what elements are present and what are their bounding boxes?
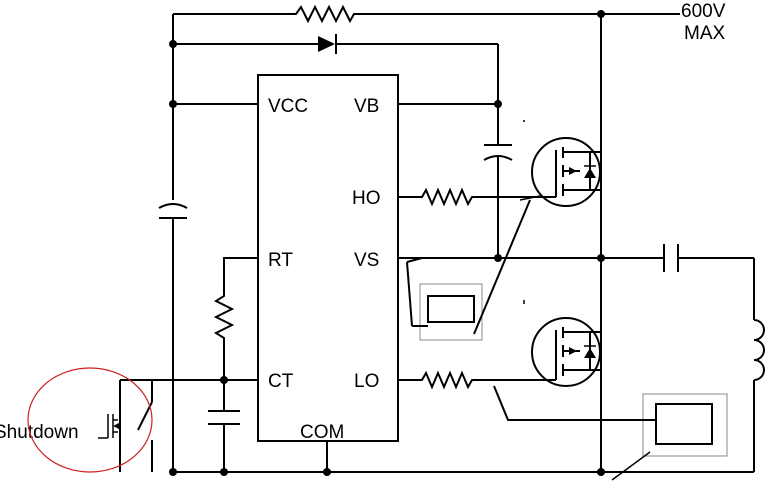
pin-label-ct: CT xyxy=(268,371,294,392)
high-side-mosfet xyxy=(531,137,601,207)
pin-label-rt: RT xyxy=(268,250,293,271)
pin-label-com: COM xyxy=(300,422,344,443)
output-capacitor xyxy=(663,244,754,272)
probe-annotation-vs xyxy=(406,195,541,341)
output-inductor xyxy=(753,258,765,472)
pin-label-lo: LO xyxy=(354,371,379,392)
bootstrap-capacitor xyxy=(483,104,513,258)
bootstrap-diode xyxy=(173,34,499,104)
rt-resistor xyxy=(213,257,258,380)
junction-dots xyxy=(169,10,605,476)
shutdown-highlight-circle xyxy=(27,367,153,473)
low-side-mosfet xyxy=(531,317,601,387)
lo-gate-resistor xyxy=(398,370,540,390)
pin-label-vcc: VCC xyxy=(268,96,308,117)
supply-max-label: MAX xyxy=(684,23,726,44)
supply-voltage-label: 600V xyxy=(681,1,726,22)
ct-capacitor xyxy=(208,380,240,472)
pin-label-ho: HO xyxy=(352,188,381,209)
shutdown-label: Shutdown xyxy=(0,422,79,443)
vcc-capacitor xyxy=(158,203,188,472)
pin-label-vs: VS xyxy=(354,250,379,271)
probe-annotation-lo xyxy=(493,385,728,481)
pin-label-vb: VB xyxy=(354,96,379,117)
ho-gate-resistor xyxy=(398,187,540,207)
top-supply-rail xyxy=(173,4,680,24)
shutdown-switch xyxy=(98,380,153,472)
